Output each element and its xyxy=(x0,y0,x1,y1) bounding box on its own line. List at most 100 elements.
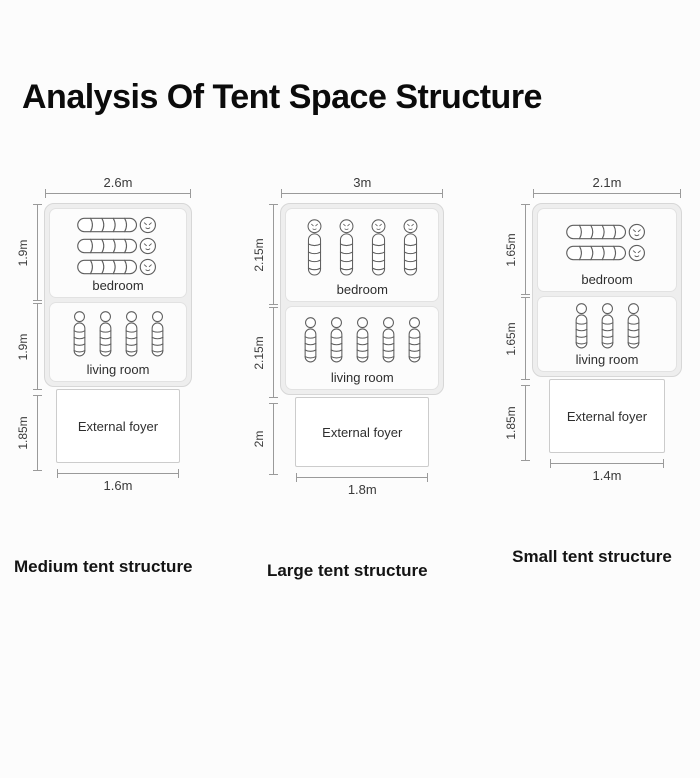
sleeping-bag-icon xyxy=(329,317,344,364)
dimension-label: 2.6m xyxy=(103,175,133,190)
sleeping-bag-icon xyxy=(76,216,160,234)
external-foyer-label: External foyer xyxy=(77,418,159,434)
external-foyer-section: External foyer xyxy=(295,397,430,467)
dimension-label: 1.4m xyxy=(592,468,622,483)
sleeping-bag-icon xyxy=(600,303,615,350)
living-room-section: living room xyxy=(285,306,440,390)
sleeping-bag-icon xyxy=(565,244,649,262)
living-room-label: living room xyxy=(86,362,150,377)
bedroom-section: bedroom xyxy=(285,208,440,302)
living-room-bags xyxy=(50,303,186,362)
dimension-line xyxy=(45,189,191,198)
sleeping-bag-icon xyxy=(368,218,389,277)
dimension-line xyxy=(33,204,42,301)
sleeping-bag-icon xyxy=(304,218,325,277)
living-room-depth-dimension: 1.65m xyxy=(502,296,532,381)
bedroom-label: bedroom xyxy=(336,282,388,297)
sleeping-bag-icon xyxy=(407,317,422,364)
diagram-caption: Medium tent structure xyxy=(14,557,193,576)
vertical-dimensions-rail: 1.9m 1.9m 1.85m xyxy=(14,203,44,493)
bedroom-section: bedroom xyxy=(49,208,187,298)
bedroom-bags xyxy=(286,209,438,282)
dimension-line xyxy=(521,385,530,461)
dimension-line xyxy=(33,395,42,471)
dimension-label: 1.9m xyxy=(16,333,30,360)
foyer-depth-dimension: 1.85m xyxy=(14,394,44,472)
dimension-label: 2.15m xyxy=(252,335,267,370)
tent-diagram-medium: 1.9m 1.9m 1.85m 2.6m xyxy=(14,175,193,577)
dimension-label: 1.65m xyxy=(504,232,518,267)
dimension-label: 1.8m xyxy=(347,482,377,497)
tent-outline: bedroom living room xyxy=(44,203,192,387)
living-room-label: living room xyxy=(575,352,639,367)
tent-diagrams-row: 1.9m 1.9m 1.85m 2.6m xyxy=(0,117,700,581)
dimension-line xyxy=(57,469,179,478)
sleeping-bag-icon xyxy=(381,317,396,364)
foyer-depth-dimension: 2m xyxy=(250,402,280,476)
sleeping-bag-icon xyxy=(76,258,160,276)
sleeping-bag-icon xyxy=(72,311,87,358)
tent-column: 3m bedroom living room External foyer xyxy=(280,175,445,497)
dimension-line xyxy=(296,473,429,482)
bedroom-depth-dimension: 1.9m xyxy=(14,203,44,302)
dimension-line xyxy=(521,204,530,295)
bottom-width-dimension: 1.8m xyxy=(295,473,429,497)
living-room-depth-dimension: 2.15m xyxy=(250,306,280,399)
living-room-bags xyxy=(538,297,676,352)
diagram-body: 1.65m 1.65m 1.85m 2.1m xyxy=(502,175,682,483)
sleeping-bag-icon xyxy=(355,317,370,364)
top-width-dimension: 2.1m xyxy=(532,175,682,198)
sleeping-bag-icon xyxy=(626,303,641,350)
sleeping-bag-icon xyxy=(303,317,318,364)
sleeping-bag-icon xyxy=(336,218,357,277)
page-title: Analysis Of Tent Space Structure xyxy=(22,78,542,116)
external-foyer-label: External foyer xyxy=(566,408,648,424)
dimension-line xyxy=(269,204,279,305)
dimension-line xyxy=(269,403,279,475)
diagram-caption: Large tent structure xyxy=(266,561,428,580)
bedroom-bags xyxy=(538,209,676,272)
dimension-line xyxy=(33,303,42,390)
foyer-depth-dimension: 1.85m xyxy=(502,384,532,462)
bedroom-label: bedroom xyxy=(92,278,144,293)
sleeping-bag-icon xyxy=(400,218,421,277)
diagram-body: 1.9m 1.9m 1.85m 2.6m xyxy=(14,175,193,493)
dimension-label: 1.9m xyxy=(16,239,30,266)
top-width-dimension: 3m xyxy=(280,175,444,198)
tent-column: 2.6m bedroom living room External foyer xyxy=(44,175,192,493)
top-width-dimension: 2.6m xyxy=(44,175,192,198)
dimension-label: 2.15m xyxy=(252,237,267,272)
living-room-section: living room xyxy=(537,296,677,372)
dimension-line xyxy=(521,297,530,380)
dimension-label: 3m xyxy=(353,175,372,190)
external-foyer-section: External foyer xyxy=(56,389,180,463)
sleeping-bag-icon xyxy=(76,237,160,255)
bottom-width-dimension: 1.4m xyxy=(549,459,665,483)
external-foyer-section: External foyer xyxy=(549,379,665,453)
tent-diagram-large: 2.15m 2.15m 2m 3m xyxy=(250,175,445,581)
bottom-width-dimension: 1.6m xyxy=(56,469,180,493)
tent-diagram-small: 1.65m 1.65m 1.85m 2.1m xyxy=(502,175,682,567)
sleeping-bag-icon xyxy=(98,311,113,358)
bedroom-section: bedroom xyxy=(537,208,677,292)
dimension-label: 2m xyxy=(252,430,267,448)
external-foyer-label: External foyer xyxy=(322,424,403,440)
dimension-line xyxy=(269,307,279,398)
dimension-label: 1.6m xyxy=(103,478,133,493)
bedroom-bags xyxy=(50,209,186,278)
dimension-label: 1.65m xyxy=(504,321,518,356)
sleeping-bag-icon xyxy=(565,223,649,241)
tent-column: 2.1m bedroom living room External foyer xyxy=(532,175,682,483)
bedroom-label: bedroom xyxy=(581,272,633,287)
diagram-body: 2.15m 2.15m 2m 3m xyxy=(250,175,445,497)
bedroom-depth-dimension: 2.15m xyxy=(250,203,280,306)
living-room-bags xyxy=(286,307,438,370)
tent-outline: bedroom living room xyxy=(532,203,682,377)
sleeping-bag-icon xyxy=(124,311,139,358)
dimension-label: 1.85m xyxy=(16,416,30,450)
sleeping-bag-icon xyxy=(574,303,589,350)
vertical-dimensions-rail: 2.15m 2.15m 2m xyxy=(250,203,280,497)
living-room-section: living room xyxy=(49,302,187,382)
dimension-line xyxy=(281,189,444,198)
tent-outline: bedroom living room xyxy=(280,203,445,395)
